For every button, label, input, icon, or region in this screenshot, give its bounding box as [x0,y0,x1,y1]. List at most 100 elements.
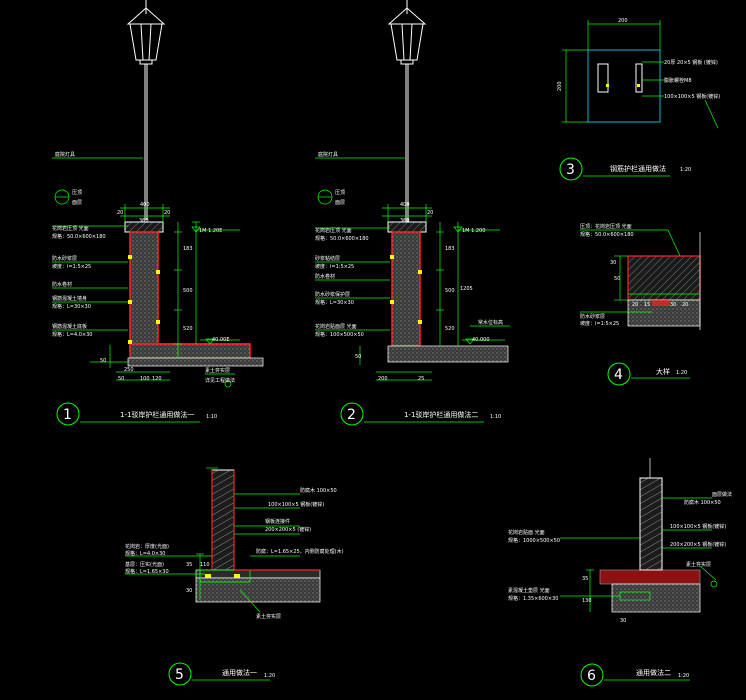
d1-note-a2: 规格：50.0×600×180 [52,233,106,240]
d5-detail-number: 5 [175,667,184,683]
d5-scale: 1:20 [264,673,275,679]
d2-dim: 360 [400,218,410,224]
d5-note7b: 规格：L=1.65×30 [125,568,169,575]
d1-note-a: 花岗岩压顶 光面 [52,225,89,232]
d2-detail-number: 2 [347,407,356,423]
d2-dim: 400 [400,202,410,208]
d6-note1: 面层做法 [712,491,732,498]
d2-level-top: 1M 1.200 [462,228,485,234]
d1-base-note: 素土夯实层 [205,367,230,374]
d3-note1: 20厚 20×5 钢板 (镀锌) [664,59,718,66]
d5-note1: 防腐木 100×50 [300,487,337,494]
d6-note5: 素混凝土垫层 光面 [508,587,550,594]
d2-scale: 1:10 [490,414,501,420]
d6-note2: 100×100×5 钢板(镀锌) [670,523,726,530]
d1-dim: 20 [164,210,170,216]
d2-dim: 183 [445,246,455,252]
d1-detail-number: 1 [63,407,72,423]
d2-cap1-label: 压顶 [335,190,345,196]
detail-bubble [340,402,364,426]
d2-dim: 50 [355,354,361,360]
d6-title: 通用做法二 [636,668,671,677]
detail-bubble [56,402,80,426]
d5-note7: 基层：压实(光面) [125,561,164,568]
d6-dim: 35 [582,576,588,582]
d5-dim: 30 [186,588,192,594]
d2-title: 1-1驳岸护栏通用做法二 [404,410,478,419]
d1-dim: 250 [124,367,134,373]
d5-note3: 钢板连接件 [265,518,290,525]
d1-base-note2: 详见工程做法 [205,377,235,384]
d1-scale: 1:10 [206,414,217,420]
d6-dim: 130 [582,598,592,604]
d2-dim: 520 [445,326,455,332]
d4-title: 大样 [656,367,670,376]
detail-5: 防腐木 100×50 100×100×5 钢板(镀锌) 钢板连接件 200×20… [125,467,344,686]
d1-note-b: 防水砂浆层 [52,255,77,262]
d1-note-c: 防水卷材 [52,281,72,288]
lamp-icon [126,0,166,220]
d4-detail-number: 4 [614,367,623,383]
detail-bubble [580,663,604,687]
d5-note8: 素土夯实层 [256,613,281,620]
d3-title: 钢筋护栏通用做法 [610,164,666,173]
d6-note1b: 防腐木 100×50 [684,499,721,506]
d1-dim: 500 [183,288,193,294]
d1-cap2-label: 面层 [72,200,82,206]
d2-note-a: 花岗岩压顶 光面 [315,227,352,234]
detail-bubble [559,157,583,181]
d6-note3: 200×200×5 钢板(镀锌) [670,541,726,548]
d5-note2: 100×100×5 钢板(镀锌) [268,501,324,508]
d5-dim: 110 [200,562,210,568]
d2-dim: 20 [427,210,433,216]
d1-dim: 50 [100,358,106,364]
d4-dim: 50 [614,276,620,282]
d3-scale: 1:20 [680,167,691,173]
d1-dim: 120 [152,376,162,382]
d2-dim: 25 [418,376,424,382]
d4-dim: 30 [610,260,616,266]
d1-title: 1-1驳岸护栏通用做法一 [120,410,194,419]
detail-bubble [168,662,192,686]
d2-note-d: 防水砂浆保护层 [315,291,350,298]
d2-dim: 200 [378,376,388,382]
d5-note5: 防腐：L=1.65×25，内侧防腐处理(木) [256,548,344,555]
d1-note-d2: 规格：L=30×30 [52,303,91,310]
d3-note3: 100×100×5 钢板(镀锌) [664,93,720,100]
detail-1: 庭院灯具 压顶 面层 花岗岩压顶 光面 规格：50.0×600×180 防水砂浆… [52,0,264,426]
d1-note-e: 钢筋混凝土底板 [52,323,87,330]
d6-note5b: 规格：1.35×600×30 [508,595,558,602]
d3-detail-number: 3 [566,162,575,178]
d1-dim: 520 [183,326,193,332]
d4-dim: 30 [670,302,676,308]
d2-note-d2: 规格：L=30×30 [315,299,354,306]
d6-note6: 素土夯实层 [686,561,711,568]
d2-lamp-label: 庭院灯具 [318,151,338,158]
detail-2: 庭院灯具 压顶 面层 花岗岩压顶 光面 规格：50.0×600×180 砂浆粘结… [315,0,510,426]
d1-lamp-label: 庭院灯具 [55,151,75,158]
d6-detail-number: 6 [587,668,596,684]
d1-note-d: 钢筋混凝土墙身 [52,295,87,302]
d5-note6: 花岗岩：厚度(光面) [125,543,169,550]
d1-cap1-label: 压顶 [72,190,82,196]
d1-dim: 100 [140,376,150,382]
d2-cap2-label: 面层 [335,200,345,206]
d2-note-b: 砂浆粘结层 [315,255,340,262]
d1-dim: 50 [118,376,124,382]
d2-level-water: 40.000 [472,337,490,343]
d1-note-e2: 规格：L=4.0×30 [52,331,92,338]
d1-dim: 400 [140,202,150,208]
d2-note-a2: 规格：50.0×600×180 [315,235,369,242]
detail-bubble [607,362,631,386]
d4-note2b: 坡度：i=1:5×25 [580,320,619,327]
detail-6: 面层做法 防腐木 100×50 100×100×5 钢板(镀锌) 200×200… [508,458,732,687]
d1-level-water: 40.00E [212,337,229,343]
d2-note-b2: 坡度：i=1:5×25 [315,263,354,270]
d5-note4: 200×200×5 (镀锌) [265,526,311,533]
d5-dim: 35 [186,562,192,568]
d5-note6b: 规格：L=4.0×30 [125,550,165,557]
d6-scale: 1:20 [678,673,689,679]
d1-note-b2: 坡度：i=1:5×25 [52,263,91,270]
